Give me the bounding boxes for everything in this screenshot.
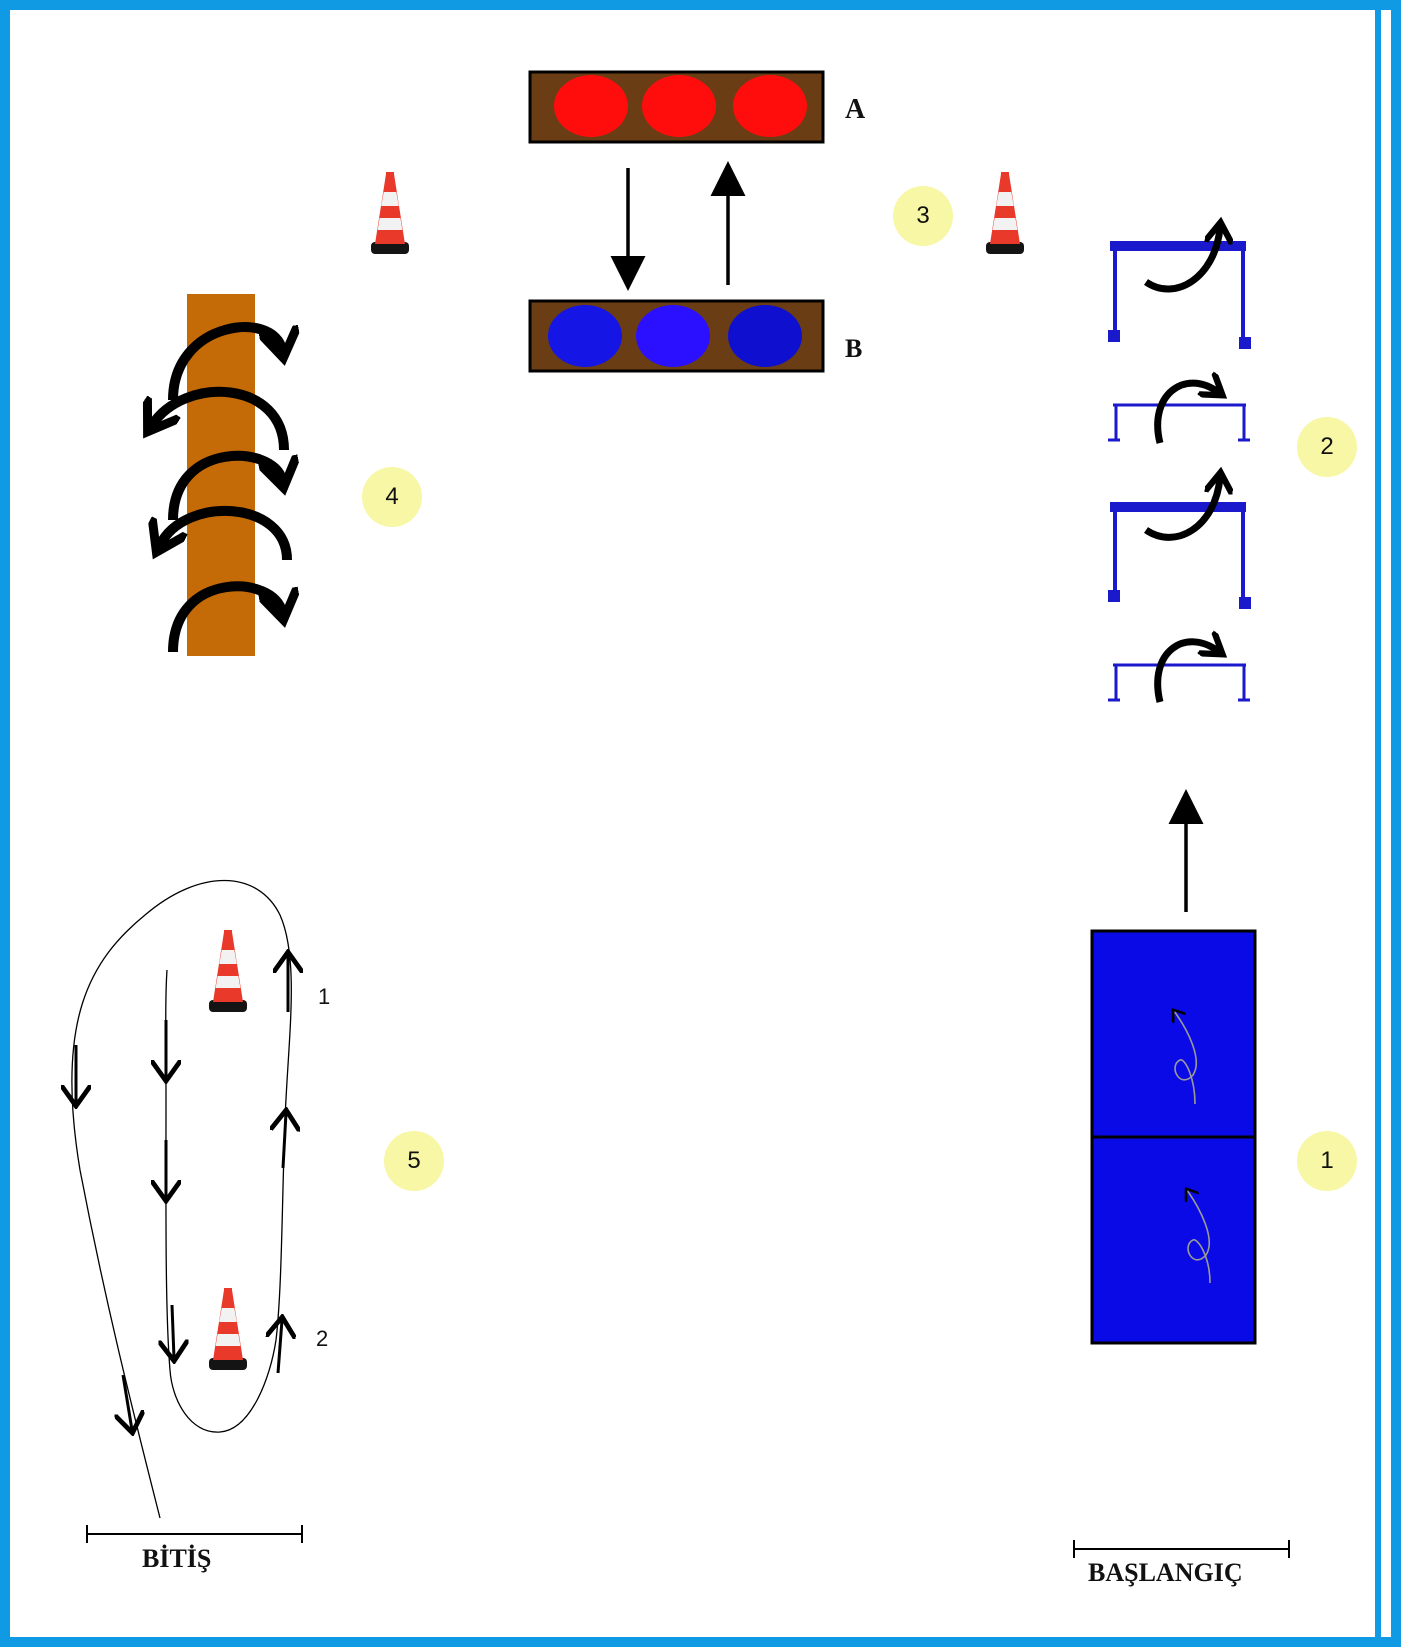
blue-disc (728, 305, 802, 367)
roll-arrow-icon (1174, 1011, 1198, 1105)
station-3-marker: 3 (893, 186, 953, 246)
red-disc (733, 75, 807, 137)
curved-arrow-icon (1144, 478, 1220, 541)
mat (1090, 929, 1257, 1139)
blue-disc (548, 305, 622, 367)
curved-arrow-icon (160, 505, 292, 561)
curved-arrow-icon (1144, 228, 1220, 293)
start-label: BAŞLANGIÇ (1088, 1558, 1243, 1587)
station-4-marker: 4 (362, 467, 422, 527)
board-a (528, 70, 825, 144)
mat (1090, 1135, 1257, 1345)
curved-arrow-icon (168, 322, 282, 401)
slalom-cone-2-label: 2 (316, 1326, 329, 1351)
cone-icon (986, 172, 1024, 254)
arrow-up-icon (278, 1320, 282, 1374)
slalom-cone-1-label: 1 (318, 984, 331, 1009)
arrow-down-icon (123, 1374, 132, 1430)
cone-icon (209, 930, 247, 1012)
station-1-marker: 1 (1297, 1131, 1357, 1191)
cone-icon (209, 1288, 247, 1370)
hurdle-low (1108, 663, 1250, 702)
curved-arrow-icon (168, 450, 282, 521)
slalom-path (71, 879, 292, 1519)
board-a-label: A (845, 94, 866, 125)
station-5-marker: 5 (384, 1131, 444, 1191)
cone-icon (371, 172, 409, 254)
arrow-down-icon (172, 1304, 174, 1358)
curved-arrow-icon (168, 581, 282, 653)
red-disc (642, 75, 716, 137)
finish-label: BİTİŞ (142, 1544, 212, 1573)
curved-arrow-icon (152, 386, 289, 451)
blue-disc (636, 305, 710, 367)
hurdle-low (1108, 403, 1250, 442)
hurdle-high (1108, 241, 1251, 349)
board-b-label: B (845, 334, 863, 363)
beam-arrows (152, 322, 292, 653)
arrow-up-icon (283, 1113, 286, 1169)
board-b (528, 299, 825, 373)
curved-arrow-icon (1154, 642, 1218, 703)
hurdle-high (1108, 502, 1251, 609)
finish-line (86, 1525, 303, 1543)
roll-arrow-icon (1187, 1190, 1211, 1284)
red-disc (554, 75, 628, 137)
curved-arrow-icon (1154, 383, 1218, 444)
start-line (1073, 1540, 1290, 1558)
station-2-marker: 2 (1297, 417, 1357, 477)
